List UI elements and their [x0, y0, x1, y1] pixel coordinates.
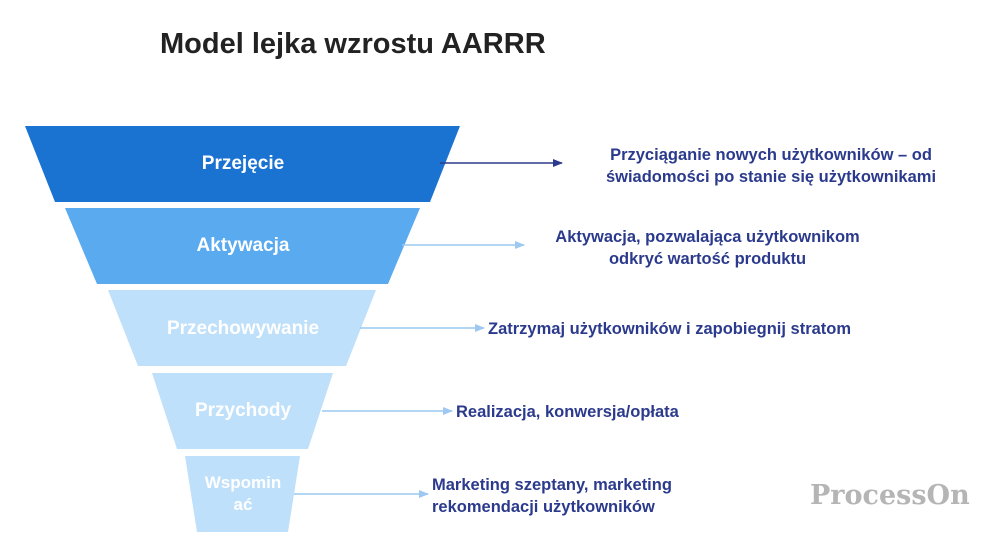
funnel-stage-acquisition [25, 126, 460, 202]
funnel-stage-activation [65, 208, 420, 284]
description-acquisition-line-2: świadomości po stanie się użytkownikami [605, 168, 937, 186]
description-activation-line-1: Aktywacja, pozwalająca użytkownikom [555, 228, 860, 246]
funnel-stage-retention [108, 290, 376, 366]
funnel-stage-referral [185, 456, 300, 532]
description-activation-line-2: odkryć wartość produktu [608, 250, 807, 268]
stage-label-revenue: Przychody [194, 400, 292, 421]
stage-label-referral: Wspomin ać [205, 472, 282, 516]
description-acquisition: Przyciąganie nowych użytkowników – od św… [576, 144, 966, 188]
description-activation: Aktywacja, pozwalająca użytkownikom odkr… [530, 226, 885, 270]
stage-label-retention: Przechowywanie [166, 318, 320, 339]
description-revenue-line-1: Realizacja, konwersja/opłata [456, 403, 679, 421]
funnel-stage-revenue [152, 373, 333, 449]
description-retention: Zatrzymaj użytkowników i zapobiegnij str… [488, 318, 851, 340]
page-title: Model lejka wzrostu AARRR [160, 28, 546, 60]
stage-label-referral-line-2: ać [233, 495, 253, 514]
description-acquisition-line-1: Przyciąganie nowych użytkowników – od [610, 146, 932, 164]
description-retention-line-1: Zatrzymaj użytkowników i zapobiegnij str… [488, 320, 852, 338]
description-revenue: Realizacja, konwersja/opłata [456, 401, 679, 423]
description-referral: Marketing szeptany, marketing rekomendac… [432, 474, 672, 518]
description-referral-line-1: Marketing szeptany, marketing [432, 476, 672, 494]
processon-watermark: ProcessOn [810, 480, 970, 511]
stage-label-referral-line-1: Wspomin [204, 473, 282, 492]
description-referral-line-2: rekomendacji użytkowników [432, 498, 655, 516]
stage-label-activation: Aktywacja [196, 235, 290, 256]
stage-label-acquisition: Przejęcie [201, 153, 285, 174]
